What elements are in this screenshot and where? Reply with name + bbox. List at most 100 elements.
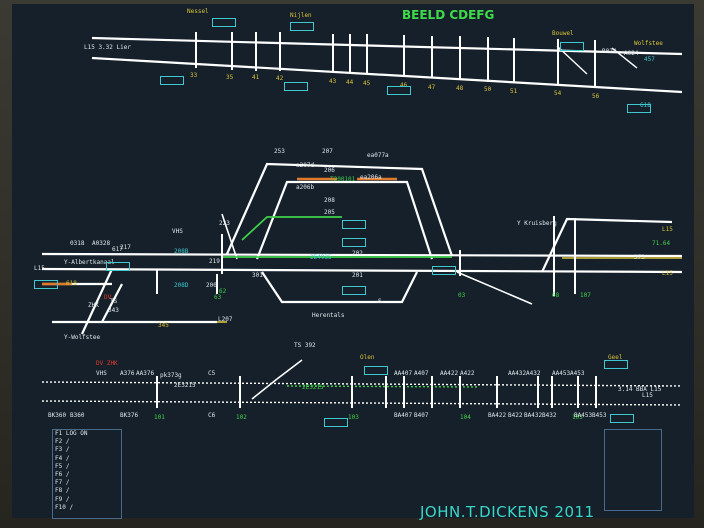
- track-kruisberg: [541, 217, 673, 273]
- message-panel: [604, 429, 662, 511]
- line-label: L15 3.32 Lier: [84, 44, 131, 51]
- station-label: Nessel: [187, 8, 209, 15]
- function-key-panel: F1 LOG ON F2 / F3 / F4 / F5 / F6 / F7 / …: [52, 429, 122, 519]
- crossover-lower: [251, 378, 278, 400]
- signal-label: B453: [592, 412, 607, 419]
- track-diverge: [456, 271, 533, 305]
- location-label: Herentals: [312, 312, 345, 319]
- station-label: Olen: [360, 354, 375, 361]
- function-key[interactable]: F5 /: [55, 462, 70, 470]
- signal-control-box[interactable]: [290, 22, 314, 31]
- route-label: a207d: [296, 162, 315, 169]
- km-label: 71.64: [652, 240, 671, 247]
- signal-control-box[interactable]: [610, 414, 634, 423]
- track-diagram: [41, 32, 683, 408]
- signal-number: 41: [252, 74, 260, 81]
- route-label: DV ZHK: [96, 360, 118, 367]
- track-branch-sw: [81, 268, 113, 335]
- signal-number: 56: [592, 93, 600, 100]
- track-junction: [221, 213, 238, 260]
- signal-label: BA453: [574, 412, 593, 419]
- signal-label: C5: [208, 370, 216, 377]
- signal-control-box[interactable]: [342, 238, 366, 247]
- signal-control-box[interactable]: [560, 42, 584, 51]
- signal-control-box[interactable]: [342, 286, 366, 295]
- route-label: a206b: [296, 184, 315, 191]
- function-key[interactable]: F4 /: [55, 454, 70, 462]
- signal-number: 45: [363, 80, 371, 87]
- signal-label: B432: [542, 412, 557, 419]
- signal-control-box[interactable]: [627, 104, 651, 113]
- signal-number: 43: [329, 78, 337, 85]
- route-label: 219: [209, 258, 220, 265]
- signal-label: BA407: [394, 412, 413, 419]
- signal-control-box[interactable]: [342, 220, 366, 229]
- function-key[interactable]: F8 /: [55, 487, 70, 495]
- function-key[interactable]: F3 /: [55, 446, 70, 454]
- station-label: Bouwel: [552, 30, 574, 37]
- signalling-screen: BEELD CDEFG Nessel Nijlen Bouwel Wolfste…: [12, 4, 694, 519]
- function-key[interactable]: F7 /: [55, 479, 70, 487]
- route-label: ea206a: [360, 174, 382, 181]
- route-label: TS 392: [294, 342, 316, 349]
- signal-label: A453: [570, 370, 585, 377]
- km-label: 3.14 BBA L15: [618, 386, 662, 393]
- signal-label: 208B: [174, 248, 189, 255]
- signal-control-box[interactable]: [106, 262, 130, 271]
- track-loop-upper: [225, 162, 454, 257]
- route-set-green: [241, 216, 342, 241]
- crossover-top-2: [611, 47, 638, 69]
- signal-label: 0318: [70, 240, 85, 247]
- signal-control-box[interactable]: [387, 86, 411, 95]
- route-label: 200: [206, 282, 217, 289]
- function-key[interactable]: F6 /: [55, 471, 70, 479]
- signal-control-box[interactable]: [604, 360, 628, 369]
- track-loop-lower: [261, 271, 418, 304]
- line-label: L15: [642, 392, 653, 399]
- signal-control-box[interactable]: [284, 82, 308, 91]
- signal-control-box[interactable]: [432, 266, 456, 275]
- signal-control-box[interactable]: [34, 280, 58, 289]
- signal-label: BK360: [48, 412, 67, 419]
- route-label: ea077a: [367, 152, 389, 159]
- signal-number: 51: [510, 88, 518, 95]
- signal-label: BK376: [120, 412, 139, 419]
- station-label: Nijlen: [290, 12, 312, 19]
- signal-label: TS: [110, 298, 118, 305]
- route-label: 223: [219, 220, 230, 227]
- station-label: Wolfstee: [634, 40, 663, 47]
- function-key[interactable]: F9 /: [55, 495, 70, 503]
- signal-control-box[interactable]: [160, 76, 184, 85]
- signal-label: 343: [108, 307, 119, 314]
- signal-label: B407: [414, 412, 429, 419]
- function-key[interactable]: F10 /: [55, 503, 74, 511]
- signal-control-box[interactable]: [364, 366, 388, 375]
- train-id: 2E3215: [174, 382, 196, 389]
- track-loop-inner: [255, 180, 434, 260]
- route-label: VHS: [96, 370, 107, 377]
- function-key-header[interactable]: F1 LOG ON: [55, 430, 88, 437]
- signal-label: C6: [208, 412, 216, 419]
- signal-label: A407: [414, 370, 429, 377]
- route-label: 301: [252, 272, 263, 279]
- route-label: VHS: [172, 228, 183, 235]
- route-label: 217: [120, 244, 131, 251]
- section-number: 104: [460, 414, 471, 421]
- signal-number: 68: [552, 292, 560, 299]
- section-number: 105: [572, 414, 583, 421]
- signal-label: A024: [624, 50, 639, 57]
- function-key[interactable]: F2 /: [55, 438, 70, 446]
- track-lower-lower: [41, 400, 683, 406]
- signal-label: A432: [526, 370, 541, 377]
- section-number: 103: [348, 414, 359, 421]
- signal-number: 50: [484, 86, 492, 93]
- signal-control-box[interactable]: [212, 18, 236, 27]
- signal-label: 208D: [174, 282, 189, 289]
- route-label: 62: [219, 288, 227, 295]
- signal-control-box[interactable]: [324, 418, 348, 427]
- signal-number: 33: [190, 72, 198, 79]
- crossover-lower-2: [276, 359, 303, 380]
- train-id: 2E4935: [310, 254, 332, 261]
- route-label: 207: [322, 148, 333, 155]
- track-lower-upper: [41, 381, 683, 387]
